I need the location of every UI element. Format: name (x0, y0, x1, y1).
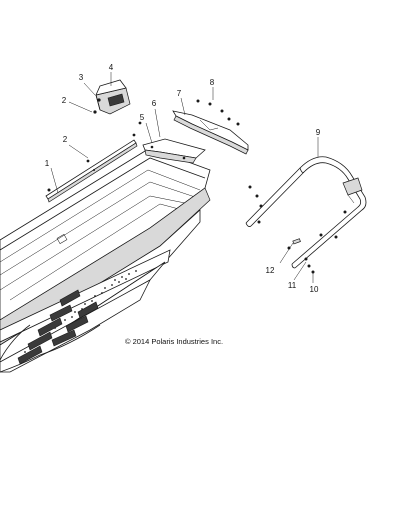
part-4-cover (95, 79, 131, 115)
part-9-rear-bumper (245, 156, 367, 269)
part-1-rail (45, 139, 138, 203)
callout-7: 7 (177, 89, 182, 98)
callout-5: 5 (140, 113, 145, 122)
callout-3: 3 (79, 73, 84, 82)
callout-12: 12 (266, 266, 275, 275)
callout-6: 6 (152, 99, 157, 108)
callout-11: 11 (288, 281, 297, 290)
callout-10: 10 (310, 285, 319, 294)
callout-labels: 1 2 2 3 4 5 6 7 8 9 10 11 12 (45, 63, 321, 294)
callout-1: 1 (45, 159, 50, 168)
callout-2-upper: 2 (62, 96, 67, 105)
callout-2-lower: 2 (63, 135, 68, 144)
fasteners (47, 98, 347, 274)
part-7-flap (172, 110, 249, 155)
copyright-notice: © 2014 Polaris Industries Inc. (125, 337, 223, 346)
callout-9: 9 (316, 128, 321, 137)
part-5-6-bracket (142, 138, 206, 164)
tunnel-chassis (0, 147, 211, 373)
callout-8: 8 (210, 78, 215, 87)
track-lugs (17, 289, 99, 365)
callout-4: 4 (109, 63, 114, 72)
leader-lines (50, 72, 319, 283)
